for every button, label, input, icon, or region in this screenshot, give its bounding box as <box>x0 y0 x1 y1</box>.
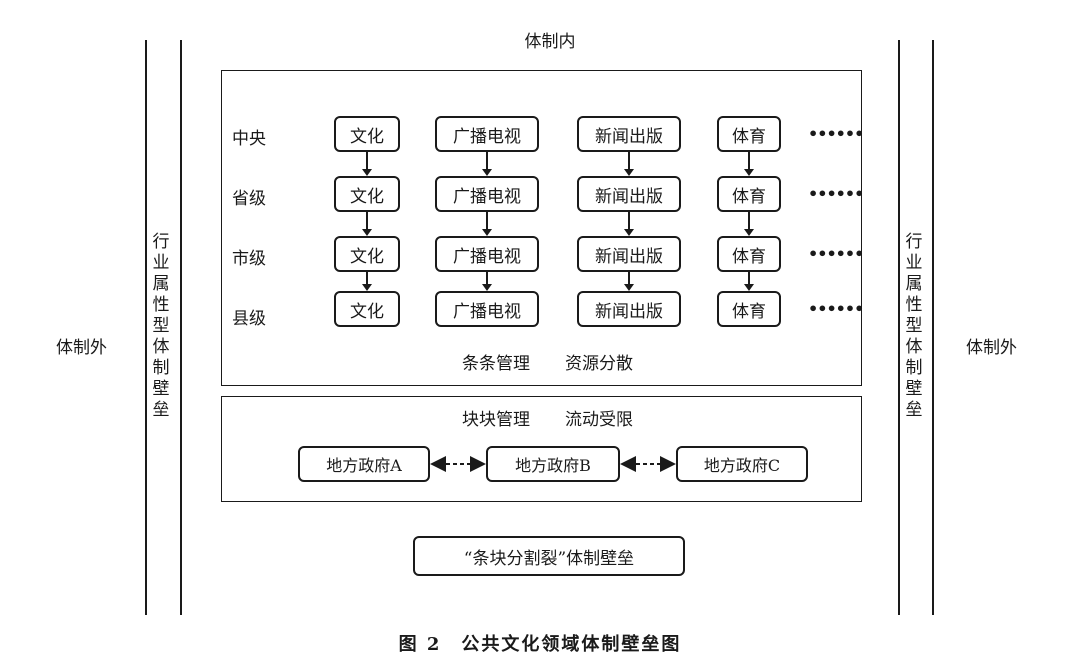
ellipsis-central: •••••• <box>808 124 864 143</box>
left-outer-line <box>145 40 147 615</box>
vertical-caption-left: 条条管理 <box>462 354 530 374</box>
ellipsis-city: •••••• <box>808 244 864 263</box>
node-province-culture: 文化 <box>334 176 400 212</box>
node-city-press: 新闻出版 <box>577 236 681 272</box>
right-inner-line <box>898 40 900 615</box>
figure-caption: 图 2 公共文化领域体制壁垒图 <box>398 634 682 655</box>
level-label-province: 省级 <box>232 189 266 209</box>
outside-right-label: 体制外 <box>966 338 1017 358</box>
node-province-sports: 体育 <box>717 176 781 212</box>
level-label-county: 县级 <box>232 309 266 329</box>
node-county-culture: 文化 <box>334 291 400 327</box>
inside-title: 体制内 <box>524 32 576 52</box>
node-city-culture: 文化 <box>334 236 400 272</box>
node-county-press: 新闻出版 <box>577 291 681 327</box>
horizontal-caption-right: 流动受限 <box>565 410 633 430</box>
fragmentation-barrier-box: “条块分割裂”体制壁垒 <box>413 536 685 576</box>
right-outer-line <box>932 40 934 615</box>
government-a: 地方政府A <box>298 446 430 482</box>
level-label-central: 中央 <box>232 129 266 149</box>
node-province-press: 新闻出版 <box>577 176 681 212</box>
node-central-press: 新闻出版 <box>577 116 681 152</box>
node-central-sports: 体育 <box>717 116 781 152</box>
horizontal-caption-left: 块块管理 <box>462 410 530 430</box>
node-central-culture: 文化 <box>334 116 400 152</box>
node-city-broadcast: 广播电视 <box>435 236 539 272</box>
government-c: 地方政府C <box>676 446 808 482</box>
government-b: 地方政府B <box>486 446 620 482</box>
outside-left-label: 体制外 <box>56 338 107 358</box>
node-county-sports: 体育 <box>717 291 781 327</box>
node-central-broadcast: 广播电视 <box>435 116 539 152</box>
left-inner-line <box>180 40 182 615</box>
node-province-broadcast: 广播电视 <box>435 176 539 212</box>
level-label-city: 市级 <box>232 249 266 269</box>
node-city-sports: 体育 <box>717 236 781 272</box>
barrier-right-label: 行业属性型体制壁垒 <box>905 232 923 420</box>
barrier-left-label: 行业属性型体制壁垒 <box>152 232 170 420</box>
vertical-caption-right: 资源分散 <box>565 354 633 374</box>
ellipsis-province: •••••• <box>808 184 864 203</box>
node-county-broadcast: 广播电视 <box>435 291 539 327</box>
ellipsis-county: •••••• <box>808 299 864 318</box>
